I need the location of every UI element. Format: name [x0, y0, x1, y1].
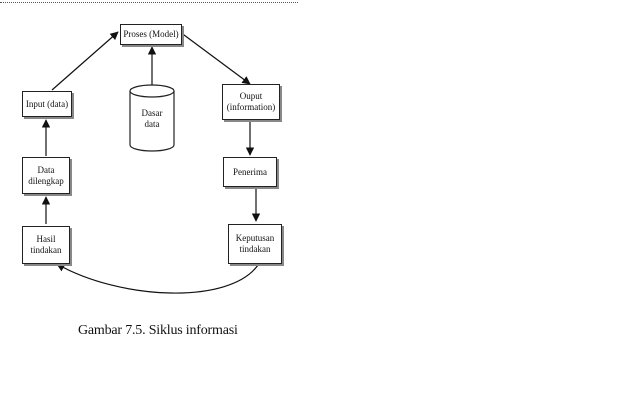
node-input-data: Input (data) [22, 91, 72, 117]
node-proses-model-label: Proses (Model) [123, 29, 179, 39]
node-output-information: Ouput (information) [222, 84, 280, 120]
node-penerima: Penerima [223, 157, 277, 187]
arrow-proses-to-output [179, 31, 251, 85]
node-output-information-label: Ouput (information) [226, 91, 276, 112]
dasar-data-label: Dasar data [141, 108, 163, 129]
node-keputusan-tindakan-label: Keputusan tindakan [235, 233, 275, 254]
node-keputusan-tindakan: Keputusan tindakan [228, 224, 282, 264]
node-hasil-tindakan-label: Hasil tindakan [30, 234, 62, 255]
database-cylinder [129, 84, 175, 152]
node-data-dilengkap: Data dilengkap [22, 157, 70, 194]
figure-caption: Gambar 7.5. Siklus informasi [78, 323, 238, 338]
top-dotted-rule [0, 2, 298, 3]
node-data-dilengkap-label: Data dilengkap [28, 164, 64, 186]
node-proses-model: Proses (Model) [120, 24, 182, 45]
arrow-input-to-proses [51, 31, 119, 91]
arrow-keputusan-to-hasil [56, 263, 259, 294]
node-hasil-tindakan: Hasil tindakan [22, 226, 70, 264]
node-penerima-label: Penerima [233, 166, 267, 177]
node-input-data-label: Input (data) [25, 98, 69, 109]
